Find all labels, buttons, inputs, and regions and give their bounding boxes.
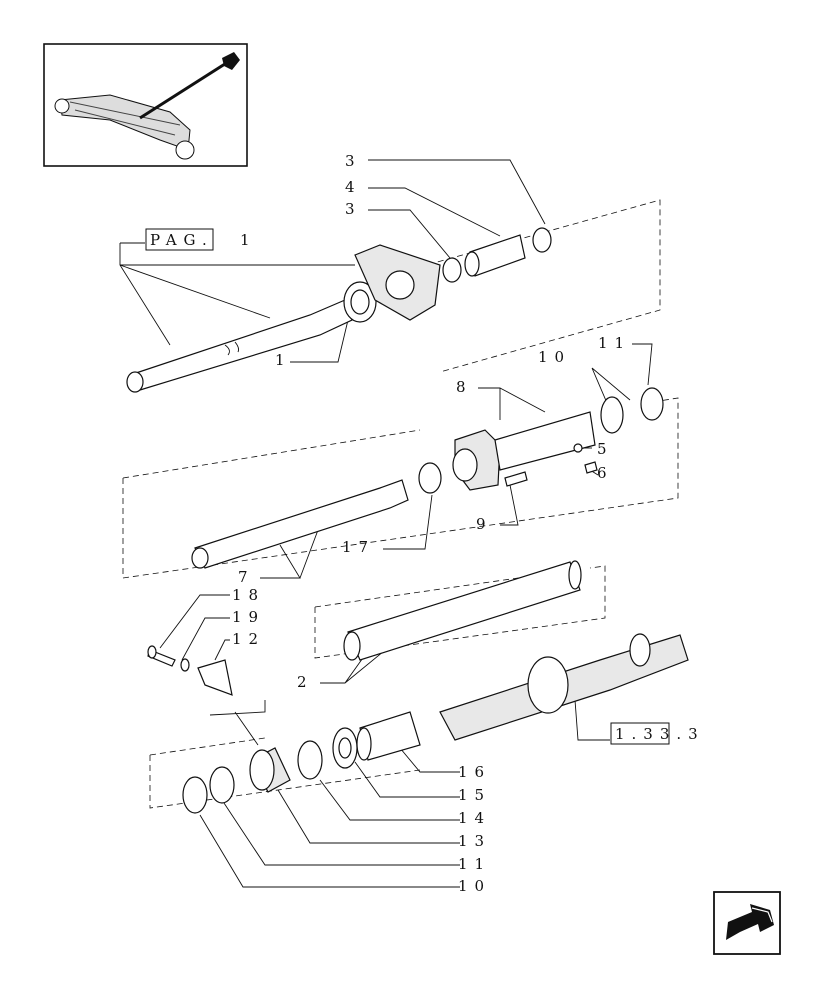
plug-5[interactable]	[573, 443, 583, 453]
label-7: 7	[238, 568, 255, 586]
label-11-lower: 11	[458, 855, 491, 873]
label-10-lower: 10	[458, 877, 491, 895]
label-10-upper: 10	[538, 348, 571, 366]
next-page-arrow-icon[interactable]	[713, 891, 781, 955]
label-1: 1	[275, 351, 292, 369]
axle-assembly-thumbnail[interactable]	[43, 43, 248, 167]
group-outline-tube	[314, 565, 606, 659]
snap-ring-11a[interactable]	[640, 387, 664, 421]
o-ring-14[interactable]	[297, 740, 323, 780]
bearing-15[interactable]	[332, 727, 358, 769]
label-2: 2	[297, 673, 314, 691]
snap-ring-3a[interactable]	[442, 257, 462, 283]
seal-10b[interactable]	[182, 776, 208, 814]
pin-6[interactable]	[584, 461, 598, 474]
label-17: 17	[342, 538, 375, 556]
label-3-upper: 3	[345, 152, 362, 170]
bearing-1[interactable]	[343, 281, 377, 323]
section-reference-box[interactable]	[610, 722, 670, 745]
splined-shaft-upper[interactable]	[126, 299, 353, 393]
label-16: 16	[458, 763, 491, 781]
label-19: 19	[232, 608, 265, 626]
label-13: 13	[458, 832, 491, 850]
label-4: 4	[345, 178, 362, 196]
o-ring-17[interactable]	[418, 462, 442, 494]
snap-ring-11b[interactable]	[209, 766, 235, 804]
section-reference-text: 1.33.3	[615, 725, 705, 743]
snap-ring-3b[interactable]	[532, 227, 552, 253]
support-bracket[interactable]	[354, 244, 441, 321]
group-outline-middle	[122, 397, 679, 579]
splined-shaft-7[interactable]	[191, 479, 409, 569]
screw-18[interactable]	[147, 645, 176, 667]
label-3-lower: 3	[345, 200, 362, 218]
label-12: 12	[232, 630, 265, 648]
pinion-shaft[interactable]	[439, 633, 689, 741]
leader-lines	[119, 159, 653, 888]
tube-2[interactable]	[343, 560, 582, 661]
group-outline-lower	[149, 737, 421, 809]
bolt-9[interactable]	[504, 471, 528, 487]
seal-10a[interactable]	[600, 396, 624, 434]
label-9: 9	[476, 515, 493, 533]
pag-reference-number: 1	[240, 231, 257, 249]
pag-reference-box[interactable]	[145, 228, 214, 251]
label-6: 6	[597, 464, 614, 482]
seal-carrier-13[interactable]	[249, 747, 291, 793]
label-18: 18	[232, 586, 265, 604]
bushing-4[interactable]	[464, 234, 526, 277]
bushing-16[interactable]	[356, 711, 421, 761]
plate-12[interactable]	[197, 659, 233, 696]
label-14: 14	[458, 809, 491, 827]
label-8: 8	[456, 378, 473, 396]
housing-8[interactable]	[452, 411, 596, 491]
pag-reference-text: PAG.	[150, 231, 214, 249]
label-15: 15	[458, 786, 491, 804]
label-5: 5	[597, 440, 614, 458]
label-11-upper: 11	[598, 334, 631, 352]
washer-19[interactable]	[180, 658, 190, 672]
